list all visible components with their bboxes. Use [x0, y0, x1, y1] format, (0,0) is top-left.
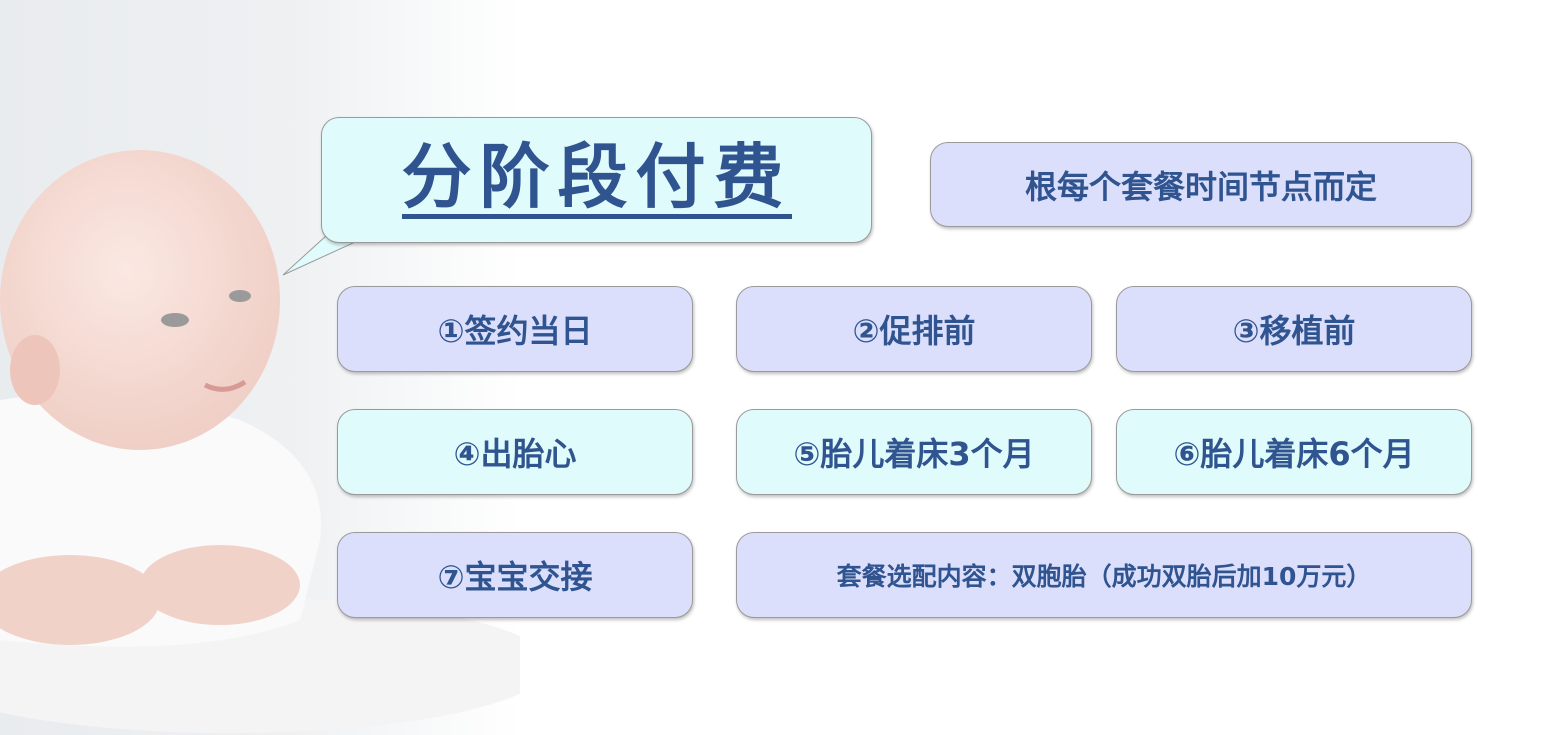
stage-label: ⑦宝宝交接 — [437, 558, 593, 596]
stage-label: ④出胎心 — [453, 435, 577, 473]
title-bubble: 分阶段付费 — [321, 117, 872, 243]
baby-photo — [0, 150, 520, 733]
stage-label: ⑤胎儿着床3个月 — [793, 435, 1035, 473]
option-note-text: 套餐选配内容：双胞胎（成功双胎后加10万元） — [836, 562, 1372, 591]
stage-1: ①签约当日 — [337, 286, 693, 372]
stage-7: ⑦宝宝交接 — [337, 532, 693, 618]
subtitle-box: 根每个套餐时间节点而定 — [930, 142, 1472, 227]
stage-label: ②促排前 — [852, 312, 976, 350]
stage-label: ⑥胎儿着床6个月 — [1173, 435, 1415, 473]
stage-5: ⑤胎儿着床3个月 — [736, 409, 1092, 495]
stage-6: ⑥胎儿着床6个月 — [1116, 409, 1472, 495]
page-title: 分阶段付费 — [401, 135, 792, 219]
stage-label: ①签约当日 — [437, 312, 593, 350]
option-note-box: 套餐选配内容：双胞胎（成功双胎后加10万元） — [736, 532, 1472, 618]
stage-label: ③移植前 — [1232, 312, 1356, 350]
stage-2: ②促排前 — [736, 286, 1092, 372]
stage-4: ④出胎心 — [337, 409, 693, 495]
subtitle-text: 根每个套餐时间节点而定 — [1024, 167, 1377, 206]
stage-3: ③移植前 — [1116, 286, 1472, 372]
